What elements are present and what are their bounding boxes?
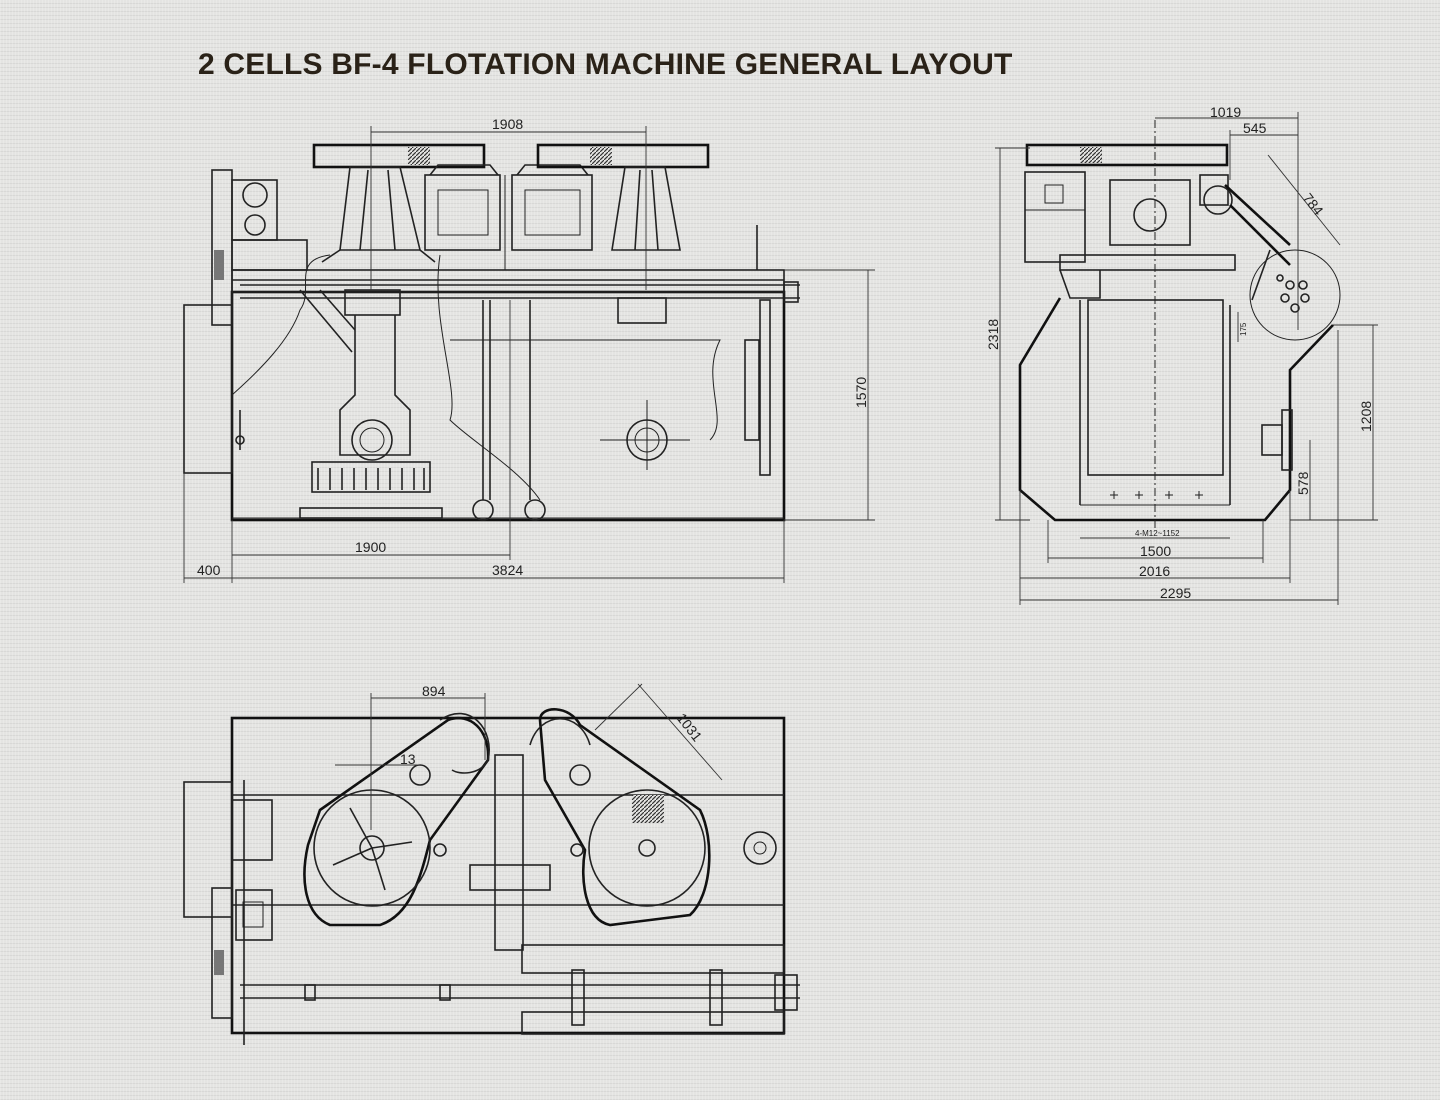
front-impeller-shaft-1	[339, 315, 411, 456]
dim-1570: 1570	[853, 377, 869, 408]
dim-175: 175	[1239, 322, 1248, 336]
front-tank-body	[230, 290, 786, 522]
front-belt-pulley-1	[312, 143, 486, 169]
front-motor	[231, 179, 278, 241]
side-reducer	[1109, 179, 1191, 246]
dim-545: 545	[1243, 120, 1267, 136]
side-dimensions: 1019 545 784 2318 175 1208 578 4-M12~115…	[985, 104, 1378, 605]
plan-motor	[231, 799, 273, 861]
side-motor	[1024, 171, 1086, 263]
front-impeller-1	[351, 419, 393, 461]
front-belt-pulley-2	[536, 143, 710, 169]
dim-1900: 1900	[355, 539, 386, 555]
front-top-rail	[231, 269, 785, 293]
front-reducer-1	[424, 174, 501, 251]
plan-belt-1	[303, 716, 490, 927]
front-reducer-2	[511, 174, 593, 251]
front-motor-guard	[211, 169, 233, 326]
dim-13: 13	[400, 751, 416, 767]
dim-2016: 2016	[1139, 563, 1170, 579]
dim-2318: 2318	[985, 319, 1001, 350]
plan-view: 894 1031 13	[183, 683, 800, 1045]
dim-1208: 1208	[1358, 401, 1374, 432]
dim-894: 894	[422, 683, 446, 699]
front-feed-box	[183, 304, 233, 474]
dim-1019: 1019	[1210, 104, 1241, 120]
plan-sheave-1	[313, 789, 431, 907]
plan-sheave-2	[588, 789, 706, 907]
plan-feed-box	[183, 781, 233, 918]
side-tank-outline	[1018, 297, 1334, 522]
dim-578: 578	[1295, 471, 1311, 495]
front-dimensions: 1908 1570 1900 400 3824	[183, 116, 875, 583]
drawing-title: 2 CELLS BF-4 FLOTATION MACHINE GENERAL L…	[198, 48, 1013, 81]
side-view: 1019 545 784 2318 175 1208 578 4-M12~115…	[985, 104, 1378, 605]
dim-400: 400	[197, 562, 221, 578]
dim-1031: 1031	[674, 710, 706, 745]
dim-784: 784	[1300, 190, 1327, 218]
dim-1908: 1908	[492, 116, 523, 132]
dim-3824: 3824	[492, 562, 523, 578]
side-gate-wheel	[1249, 249, 1341, 341]
dim-bolt-spec: 4-M12~1152	[1135, 529, 1180, 538]
plan-gate-wheel	[743, 831, 777, 865]
side-belt-pulley	[1025, 143, 1229, 167]
dim-2295: 2295	[1160, 585, 1191, 601]
plan-belt-2	[538, 708, 711, 927]
plan-center-shaft	[494, 754, 524, 951]
dim-1500: 1500	[1140, 543, 1171, 559]
front-view: 1908 1570 1900 400 3824	[183, 116, 875, 583]
front-bearing-housing-2	[611, 166, 681, 251]
front-bearing-housing-1	[339, 166, 422, 251]
